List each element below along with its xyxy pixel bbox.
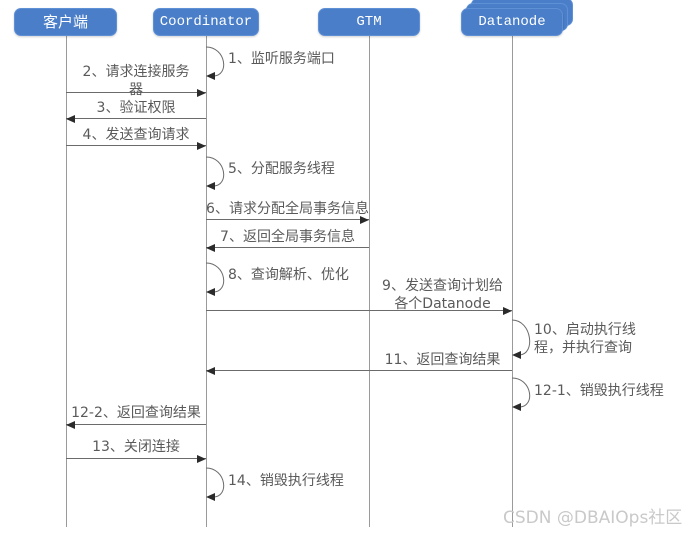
message-label-3: 3、验证权限 (96, 100, 176, 116)
lifeline-gtm (369, 36, 370, 527)
self-message-14[interactable] (205, 467, 238, 507)
arrow-head-9 (503, 306, 512, 315)
message-label-8: 8、查询解析、优化 (228, 267, 349, 283)
self-message-8[interactable] (205, 262, 238, 302)
arrow-head-12-2 (66, 420, 75, 429)
arrow-head-13 (197, 454, 206, 463)
message-label-9: 9、发送查询计划给 各个Datanode (382, 278, 503, 312)
message-label-10: 10、启动执行线 程，并执行查询 (534, 322, 636, 356)
message-label-14: 14、销毁执行线程 (228, 473, 344, 489)
participant-label: 客户端 (42, 13, 88, 31)
message-label-13: 13、关闭连接 (92, 439, 180, 455)
lifeline-datanode (512, 36, 513, 527)
arrow-head-4 (197, 141, 206, 150)
message-label-11: 11、返回查询结果 (384, 352, 501, 368)
arrow-head-6 (360, 215, 369, 224)
message-label-2: 2、请求连接服务 器 (82, 64, 190, 98)
message-label-1: 1、监听服务端口 (228, 51, 335, 67)
message-line-9[interactable] (206, 310, 512, 311)
participant-datanode[interactable]: Datanode (461, 8, 563, 36)
message-label-7: 7、返回全局事务信息 (220, 229, 355, 245)
message-line-13[interactable] (66, 458, 206, 459)
self-message-12-1[interactable] (511, 377, 544, 417)
message-line-11[interactable] (206, 370, 512, 371)
lifeline-coordinator (206, 36, 207, 527)
message-line-3[interactable] (66, 118, 206, 119)
self-message-10[interactable] (511, 319, 544, 365)
message-label-5: 5、分配服务线程 (228, 161, 335, 177)
watermark: CSDN @DBAIOps社区 (503, 508, 683, 528)
participant-client[interactable]: 客户端 (14, 8, 117, 36)
participant-coordinator[interactable]: Coordinator (153, 8, 259, 36)
message-line-4[interactable] (66, 145, 206, 146)
arrow-head-3 (66, 114, 75, 123)
message-line-6[interactable] (206, 219, 369, 220)
participant-label: Datanode (478, 14, 546, 30)
message-label-12-1: 12-1、销毁执行线程 (534, 383, 664, 399)
arrow-head-7 (206, 243, 215, 252)
arrow-head-2 (197, 88, 206, 97)
message-line-12-2[interactable] (66, 424, 206, 425)
message-label-4: 4、发送查询请求 (82, 127, 190, 143)
message-label-6: 6、请求分配全局事务信息 (206, 201, 369, 217)
participant-label: GTM (356, 14, 382, 30)
arrow-head-11 (206, 366, 215, 375)
lifeline-client (66, 36, 67, 527)
message-line-2[interactable] (66, 92, 206, 93)
message-line-7[interactable] (206, 247, 369, 248)
self-message-5[interactable] (205, 156, 238, 196)
self-message-1[interactable] (205, 46, 238, 86)
participant-gtm[interactable]: GTM (318, 8, 420, 36)
participant-label: Coordinator (159, 14, 253, 30)
message-label-12-2: 12-2、返回查询结果 (71, 405, 201, 421)
